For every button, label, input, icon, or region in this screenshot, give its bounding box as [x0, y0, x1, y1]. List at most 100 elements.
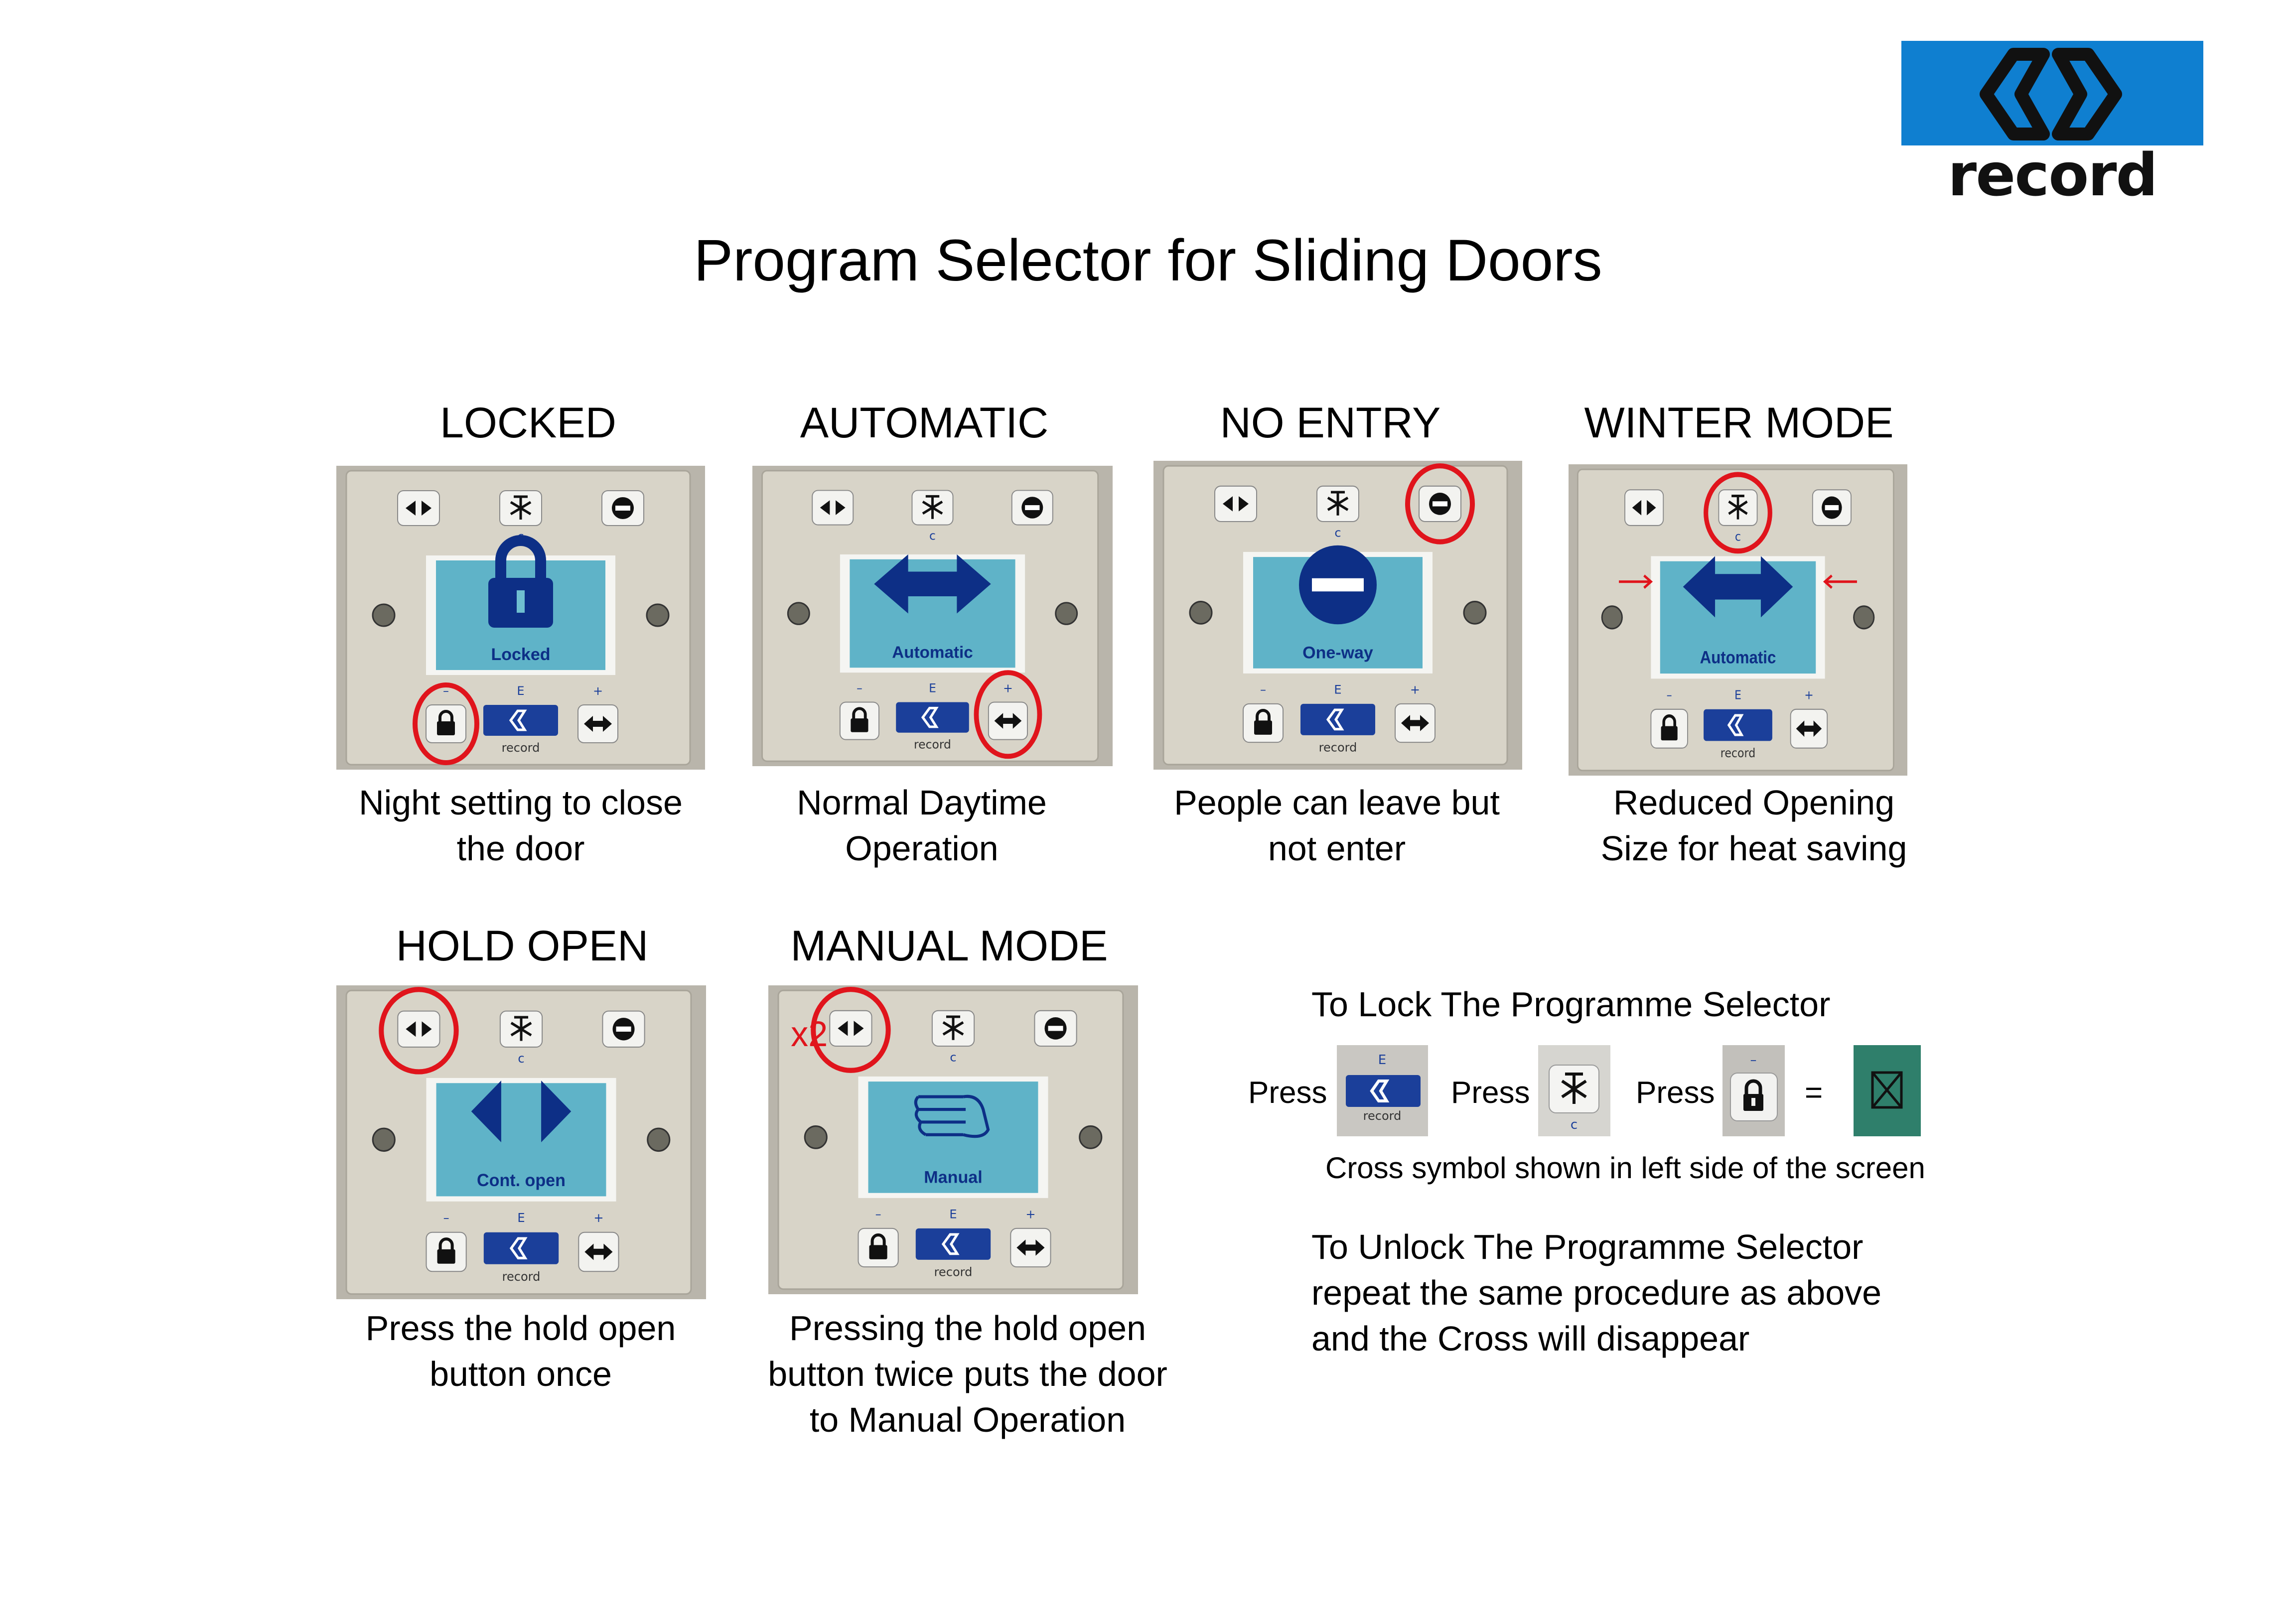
mode-heading: NO ENTRY: [1220, 399, 1441, 447]
no-entry-button[interactable]: [602, 1010, 645, 1048]
no-entry-button[interactable]: [601, 490, 644, 526]
winter-button[interactable]: [499, 490, 542, 526]
minus-label: –: [857, 681, 862, 695]
e-label: E: [929, 681, 936, 695]
e-label: E: [949, 1207, 957, 1221]
mode-heading: AUTOMATIC: [800, 399, 1049, 447]
e-button[interactable]: [1704, 709, 1772, 741]
plus-label: +: [1025, 1207, 1035, 1221]
screw-icon: [372, 603, 396, 627]
highlight-circle: [974, 670, 1042, 759]
lock-button[interactable]: [839, 701, 880, 740]
e-button[interactable]: [896, 702, 969, 733]
screw-icon: [1601, 605, 1623, 630]
winter-button[interactable]: [1316, 485, 1359, 522]
reduce-arrow-right-icon: [1823, 574, 1857, 589]
c-label: c: [1735, 530, 1741, 544]
logo-band: [1901, 41, 2203, 145]
double-arrow-icon: [874, 554, 991, 614]
e-label: E: [517, 1211, 525, 1225]
caption-line: People can leave but: [1174, 783, 1500, 822]
caption-line: not enter: [1268, 829, 1406, 868]
plus-label: +: [1410, 682, 1420, 696]
screw-icon: [647, 1127, 671, 1152]
highlight-circle: [379, 987, 459, 1075]
screen-status-text: Locked: [491, 645, 550, 664]
plus-label: +: [593, 1211, 603, 1225]
winter-button[interactable]: [499, 1010, 543, 1048]
lock-button[interactable]: [1650, 708, 1688, 749]
winter-button[interactable]: [931, 1010, 975, 1047]
caption-line: the door: [456, 829, 585, 868]
record-logo: record: [1901, 41, 2203, 209]
open-triangles-icon: [471, 1081, 572, 1142]
press-count-label: x2: [791, 1014, 828, 1054]
caption-line: Reduced Opening: [1613, 783, 1895, 822]
caption-line: to Manual Operation: [809, 1400, 1126, 1439]
panel-brand: record: [1319, 740, 1357, 754]
screen-status-text: Automatic: [892, 643, 973, 662]
lock-button[interactable]: [426, 704, 466, 743]
screw-icon: [646, 603, 670, 627]
e-label: E: [517, 684, 524, 698]
arrow-button[interactable]: [1790, 708, 1828, 749]
lock-screen-result: [1854, 1045, 1921, 1136]
hold-open-button[interactable]: [397, 1010, 440, 1048]
hold-open-button[interactable]: [1624, 489, 1664, 526]
hold-open-button[interactable]: [829, 1010, 872, 1047]
hold-open-button[interactable]: [812, 490, 854, 526]
winter-button-photo: c: [1538, 1045, 1610, 1136]
highlight-circle: [413, 682, 479, 765]
screw-icon: [1189, 601, 1213, 625]
screw-icon: [1463, 601, 1487, 625]
lock-button[interactable]: [1243, 703, 1284, 743]
equals-sign: =: [1805, 1076, 1823, 1110]
arrow-button[interactable]: [988, 701, 1028, 740]
hand-icon: [914, 1094, 990, 1138]
e-button[interactable]: [915, 1228, 991, 1260]
caption-line: Pressing the hold open: [789, 1309, 1147, 1348]
e-button[interactable]: [483, 705, 558, 736]
winter-button[interactable]: [911, 490, 954, 526]
hold-open-button[interactable]: [1214, 485, 1257, 522]
arrow-button[interactable]: [578, 1231, 619, 1272]
hold-open-button[interactable]: [397, 490, 440, 526]
unlock-line-3: and the Cross will disappear: [1311, 1319, 1750, 1358]
winter-button[interactable]: [1718, 489, 1758, 526]
screw-icon: [372, 1127, 396, 1152]
arrow-button[interactable]: [577, 704, 618, 743]
lock-button[interactable]: [858, 1227, 899, 1268]
panel-brand: record: [914, 737, 951, 751]
c-label: c: [518, 1051, 524, 1066]
lock-note: Cross symbol shown in left side of the s…: [1325, 1151, 1925, 1185]
reduce-arrow-left-icon: [1619, 574, 1653, 589]
caption-line: button twice puts the door: [768, 1354, 1167, 1393]
no-entry-button[interactable]: [1812, 489, 1852, 526]
no-entry-button[interactable]: [1011, 490, 1053, 526]
arrow-button[interactable]: [1395, 703, 1435, 743]
mode-heading: MANUAL MODE: [790, 922, 1108, 970]
no-entry-button[interactable]: [1419, 485, 1461, 522]
c-label: c: [1334, 526, 1341, 540]
panel-brand: record: [934, 1265, 973, 1279]
no-entry-button[interactable]: [1034, 1010, 1077, 1047]
mode-heading: HOLD OPEN: [396, 922, 649, 970]
page-title: Program Selector for Sliding Doors: [694, 228, 1602, 293]
arrow-button[interactable]: [1010, 1227, 1051, 1268]
c-label: c: [950, 1050, 956, 1064]
e-button[interactable]: [483, 1232, 559, 1264]
lock-section-title: To Lock The Programme Selector: [1311, 985, 1831, 1024]
screw-icon: [1055, 602, 1078, 625]
highlight-circle: [811, 987, 891, 1073]
e-button[interactable]: [1300, 703, 1375, 735]
lock-button[interactable]: [426, 1231, 467, 1272]
press-label-3: Press: [1636, 1076, 1715, 1110]
caption-line: Normal Daytime: [797, 783, 1047, 822]
